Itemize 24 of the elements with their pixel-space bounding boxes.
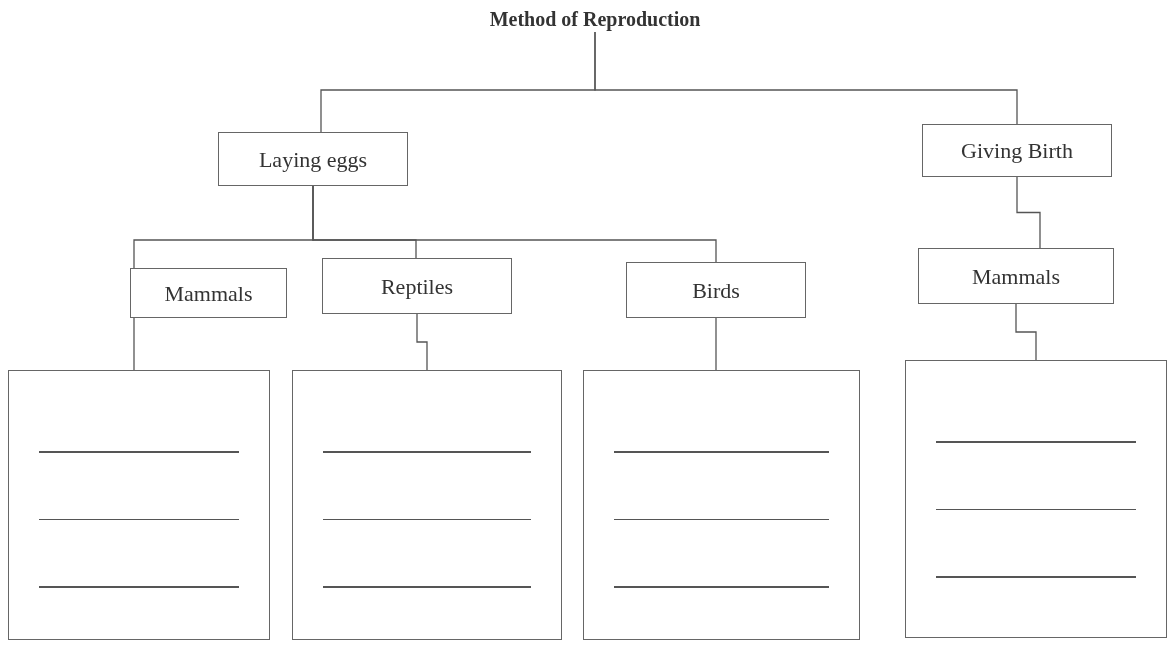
connector-line bbox=[594, 31, 1018, 125]
connector-line bbox=[715, 317, 717, 371]
answer-box bbox=[8, 370, 270, 640]
category-box bbox=[130, 268, 287, 318]
category-label: Mammals bbox=[972, 262, 1060, 291]
category-box bbox=[218, 132, 408, 186]
category-box bbox=[626, 262, 806, 318]
connector-line bbox=[312, 185, 717, 263]
category-box bbox=[322, 258, 512, 314]
category-label: Mammals bbox=[164, 279, 253, 308]
connector-line bbox=[1015, 303, 1037, 361]
category-label: Laying eggs bbox=[258, 145, 368, 174]
answer-box bbox=[292, 370, 562, 640]
category-label: Giving Birth bbox=[961, 137, 1073, 165]
category-box bbox=[918, 248, 1114, 304]
title-text: Method of Reproduction bbox=[489, 7, 701, 33]
connector-line bbox=[1016, 176, 1041, 249]
answer-box bbox=[583, 370, 860, 640]
connector-line bbox=[133, 317, 135, 371]
category-box bbox=[922, 124, 1112, 177]
category-label: Reptiles bbox=[380, 272, 454, 301]
category-label: Birds bbox=[692, 276, 740, 305]
connector-line bbox=[416, 313, 428, 371]
answer-box bbox=[905, 360, 1167, 638]
